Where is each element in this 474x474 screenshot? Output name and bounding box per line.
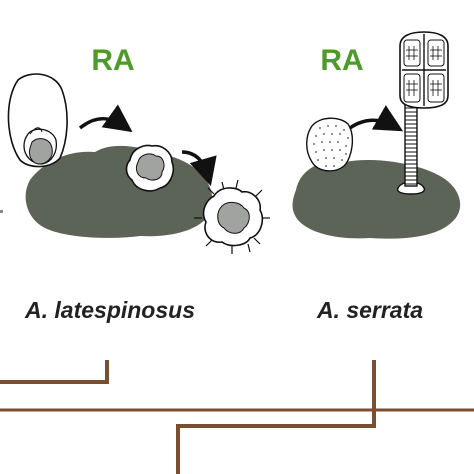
- right-rock: [292, 159, 461, 239]
- left-species-name: A. latespinosus: [24, 297, 195, 323]
- left-edge-fragment: [0, 210, 3, 213]
- left-panel: RA: [0, 44, 270, 323]
- tree-branch-right: [176, 360, 376, 474]
- textured-egg-icon: [306, 117, 354, 172]
- tree-branch-left: [0, 360, 109, 384]
- stalked-stage-icon: [396, 31, 449, 195]
- phylogeny-tree: [0, 360, 474, 474]
- spined-stage-icon: [194, 179, 270, 254]
- right-ra-label: RA: [320, 44, 363, 77]
- arrow-icon: [78, 104, 133, 133]
- settled-stage-icon: [125, 144, 175, 192]
- arrow-icon: [348, 105, 404, 132]
- arrow-icon: [181, 150, 217, 187]
- right-species-name: A. serrata: [316, 297, 423, 323]
- larva-egg-icon: [7, 73, 68, 168]
- right-panel: RA: [292, 31, 461, 323]
- left-ra-label: RA: [91, 44, 134, 77]
